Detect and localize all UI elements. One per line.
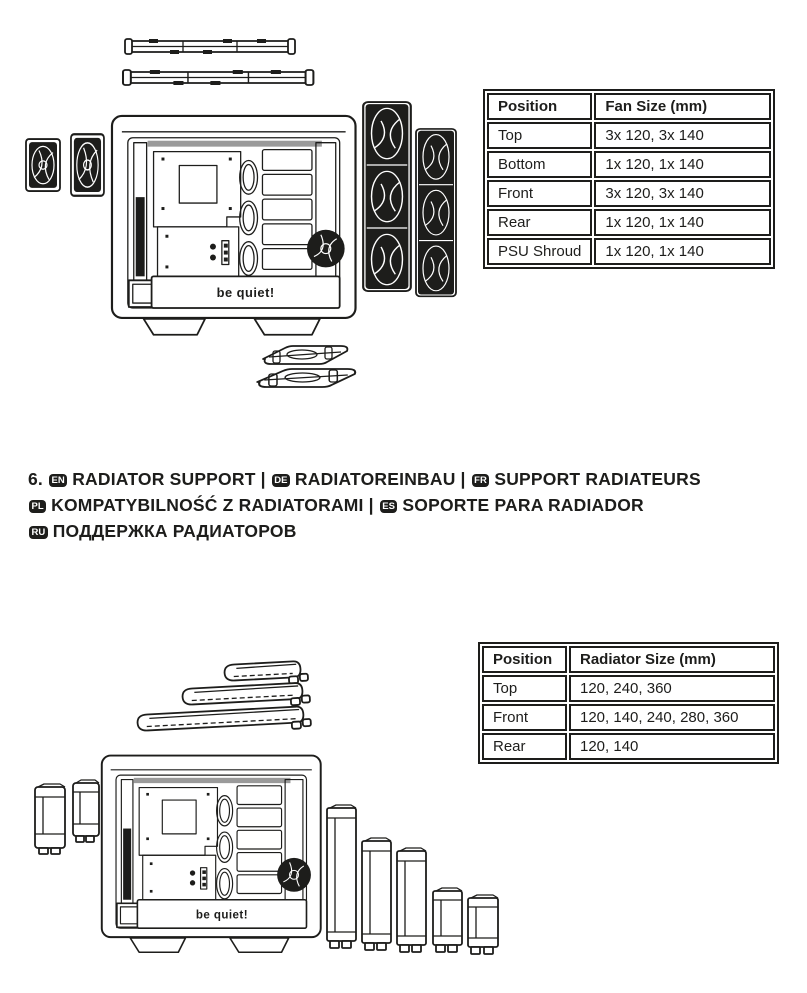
cell-position: PSU Shroud: [487, 238, 593, 265]
heading-text-de: RADIATOREINBAU: [294, 469, 456, 489]
separator: |: [368, 495, 374, 515]
cell-value: 3x 120, 3x 140: [594, 122, 772, 149]
radiator-size-table: Position Radiator Size (mm) Top 120, 240…: [478, 642, 779, 764]
lang-badge-de: DE: [271, 473, 290, 487]
top-fan-rail-1: [124, 38, 296, 55]
cell-position: Top: [487, 122, 593, 149]
top-radiator-360: [136, 705, 312, 732]
table-row: Top 120, 240, 360: [482, 675, 775, 702]
table-header-row: Position Fan Size (mm): [487, 93, 772, 120]
front-radiator-280: [361, 837, 392, 951]
table-row: Bottom 1x 120, 1x 140: [487, 151, 772, 178]
front-radiator-120: [467, 894, 499, 955]
cell-value: 120, 240, 360: [569, 675, 775, 702]
lang-badge-ru: RU: [29, 525, 48, 539]
top-radiator-120: [223, 660, 309, 685]
heading-text-ru: ПОДДЕРЖКА РАДИАТОРОВ: [52, 521, 297, 541]
cell-position: Rear: [482, 733, 567, 760]
rear-radiator-120: [72, 779, 100, 843]
top-radiator-240: [181, 682, 311, 707]
cell-value: 120, 140, 240, 280, 360: [569, 704, 775, 731]
table-row: Rear 120, 140: [482, 733, 775, 760]
table-header-row: Position Radiator Size (mm): [482, 646, 775, 673]
lang-badge-pl: PL: [29, 499, 47, 513]
cell-value: 1x 120, 1x 140: [594, 209, 772, 236]
front-radiator-240: [396, 847, 427, 953]
rear-fan-option-2: [69, 133, 106, 197]
radiator-exploded-diagram: [34, 660, 499, 955]
lang-badge-es: ES: [379, 499, 398, 513]
case-illustration: [100, 754, 322, 954]
front-radiator-140: [432, 887, 463, 953]
cell-position: Front: [487, 180, 593, 207]
section-number: 6.: [28, 469, 43, 489]
cell-value: 1x 120, 1x 140: [594, 151, 772, 178]
col-header-radiator-size: Radiator Size (mm): [569, 646, 775, 673]
cell-position: Top: [482, 675, 567, 702]
front-radiator-360: [326, 804, 357, 949]
table-row: Rear 1x 120, 1x 140: [487, 209, 772, 236]
top-fan-rail-2: [121, 68, 315, 87]
fan-exploded-diagram: be quiet!: [25, 38, 457, 389]
front-fan-stack-1: [362, 100, 412, 293]
fan-size-table: Position Fan Size (mm) Top 3x 120, 3x 14…: [483, 89, 776, 269]
separator: |: [260, 469, 266, 489]
bottom-fan-option-1: [262, 345, 349, 365]
lang-badge-en: EN: [49, 473, 68, 487]
lang-badge-fr: FR: [471, 473, 490, 487]
rear-fan-option-1: [25, 138, 61, 192]
col-header-fan-size: Fan Size (mm): [594, 93, 772, 120]
table-row: PSU Shroud 1x 120, 1x 140: [487, 238, 772, 265]
heading-text-en: RADIATOR SUPPORT: [72, 469, 256, 489]
cell-position: Bottom: [487, 151, 593, 178]
front-fan-stack-2: [415, 128, 457, 298]
col-header-position: Position: [482, 646, 567, 673]
rear-radiator-140: [34, 783, 66, 855]
table-row: Front 120, 140, 240, 280, 360: [482, 704, 775, 731]
cell-value: 3x 120, 3x 140: [594, 180, 772, 207]
col-header-position: Position: [487, 93, 593, 120]
cell-position: Front: [482, 704, 567, 731]
table-row: Front 3x 120, 3x 140: [487, 180, 772, 207]
cell-value: 1x 120, 1x 140: [594, 238, 772, 265]
heading-text-pl: KOMPATYBILNOŚĆ Z RADIATORAMI: [51, 495, 364, 515]
heading-text-es: SOPORTE PARA RADIADOR: [402, 495, 644, 515]
table-row: Top 3x 120, 3x 140: [487, 122, 772, 149]
bottom-fan-option-2: [256, 367, 357, 389]
heading-text-fr: SUPPORT RADIATEURS: [494, 469, 701, 489]
case-illustration: [110, 114, 357, 336]
cell-position: Rear: [487, 209, 593, 236]
cell-value: 120, 140: [569, 733, 775, 760]
separator: |: [460, 469, 466, 489]
